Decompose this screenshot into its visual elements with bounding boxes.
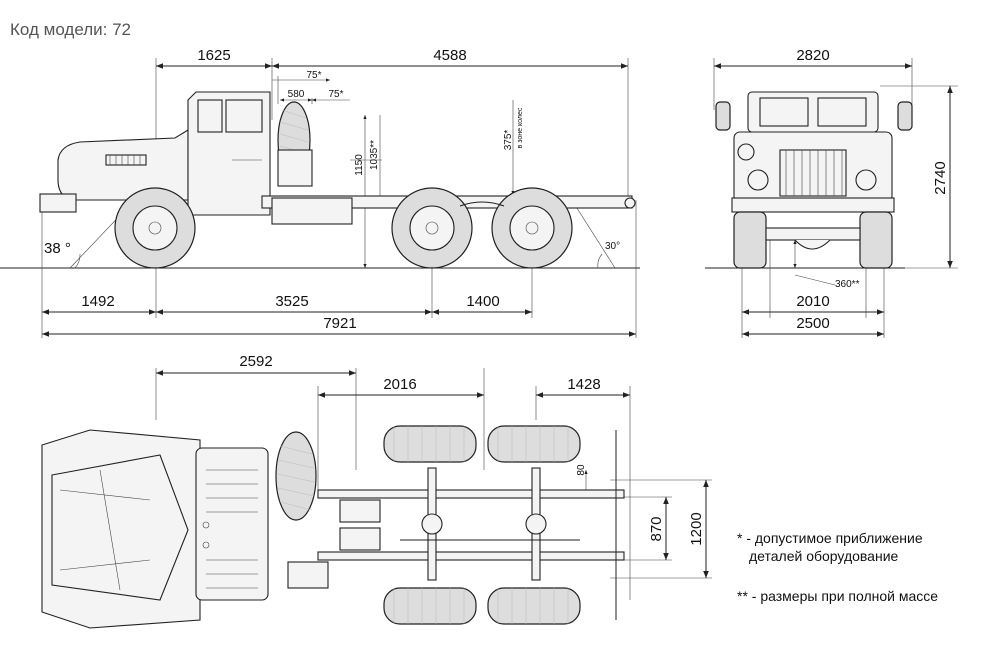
- note-full-mass: ** - размеры при полной массе: [737, 588, 939, 604]
- dim-1035: 1035**: [369, 140, 380, 170]
- note-tolerance: * - допустимое приближение деталей обору…: [737, 529, 923, 565]
- angle-front: 38 °: [44, 240, 71, 257]
- dim-1400: 1400: [466, 293, 499, 310]
- side-view: 1625 4588 75* 580 75* 375* в зоне колес …: [0, 47, 640, 338]
- note-tolerance-line1: * - допустимое приближение: [737, 530, 923, 546]
- dim-1625: 1625: [197, 47, 230, 64]
- note-tolerance-line2: деталей оборудование: [749, 548, 899, 564]
- dim-2500: 2500: [796, 315, 829, 332]
- dim-2592: 2592: [239, 353, 272, 370]
- truck-front-body: [715, 91, 913, 269]
- angle-rear: 30°: [605, 241, 620, 252]
- top-view: 2592 2016 1428 80 870 1200: [41, 353, 712, 629]
- dim-1200: 1200: [688, 512, 705, 545]
- dim-2016: 2016: [383, 376, 416, 393]
- dim-3525: 3525: [275, 293, 308, 310]
- front-view: 2820 2740 360** 2010 2500: [705, 47, 958, 338]
- dim-75-a: 75*: [306, 70, 321, 81]
- dim-1428: 1428: [567, 376, 600, 393]
- dim-2820: 2820: [796, 47, 829, 64]
- dim-580: 580: [288, 89, 305, 100]
- dim-75-b: 75*: [328, 89, 343, 100]
- dim-2010: 2010: [796, 293, 829, 310]
- dim-870: 870: [648, 516, 665, 541]
- dim-1150: 1150: [354, 154, 365, 176]
- dim-4588: 4588: [433, 47, 466, 64]
- dim-1492: 1492: [81, 293, 114, 310]
- dim-80: 80: [576, 464, 587, 476]
- truck-side-body: [39, 91, 636, 269]
- dim-2740: 2740: [932, 161, 949, 194]
- dim-7921: 7921: [323, 315, 356, 332]
- dim-360: 360**: [835, 279, 860, 290]
- truck-top-body: [41, 425, 625, 629]
- dim-375: 375*: [503, 130, 514, 151]
- dim-375-note: в зоне колес: [517, 107, 524, 148]
- model-code-label: Код модели: 72: [10, 20, 131, 39]
